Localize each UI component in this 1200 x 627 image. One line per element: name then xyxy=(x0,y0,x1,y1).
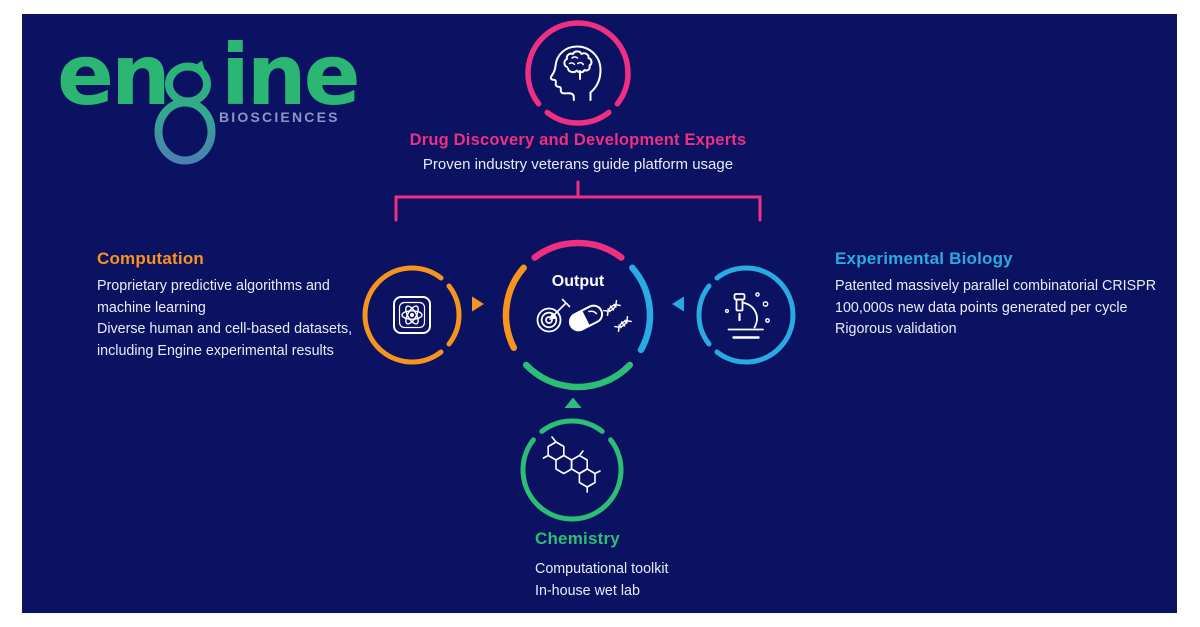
computation-title: Computation xyxy=(97,249,205,268)
arrow-chemistry-to-output-icon xyxy=(564,397,582,408)
text-line: 100,000s new data points generated per c… xyxy=(835,299,1128,316)
output-arc-pink xyxy=(531,239,625,261)
text-line: Diverse human and cell-based datasets, xyxy=(97,321,353,337)
output-label: Output xyxy=(551,273,605,290)
experts-ring-main-arc xyxy=(525,20,631,107)
loop-arrowhead-icon xyxy=(190,60,207,78)
chemistry-description: Computational toolkit In-house wet lab xyxy=(535,559,669,602)
biology-ring xyxy=(696,265,796,365)
output-arc-blue xyxy=(629,264,654,354)
biology-title: Experimental Biology xyxy=(835,249,1013,268)
computation-ring-right-arc xyxy=(446,283,462,347)
text-line: Computational toolkit xyxy=(535,561,669,577)
text-line: including Engine experimental results xyxy=(97,342,334,359)
figure-eight-lower-loop-icon xyxy=(154,98,216,165)
capsule-icon xyxy=(568,304,604,332)
microscope-icon xyxy=(724,292,770,339)
molecule-icon xyxy=(542,436,601,493)
dna-icon xyxy=(603,299,632,333)
chemistry-title: Chemistry xyxy=(535,529,620,548)
experts-ring xyxy=(525,20,631,126)
computation-ring xyxy=(362,265,462,365)
arrow-computation-to-output-icon xyxy=(472,296,484,312)
biology-description: Patented massively parallel combinatoria… xyxy=(835,276,1156,341)
computation-ring-main-arc xyxy=(362,265,444,365)
text-line: Patented massively parallel combinatoria… xyxy=(835,278,1157,294)
text-line: Proprietary predictive algorithms and xyxy=(97,278,330,294)
chip-atom-icon xyxy=(393,296,431,334)
chemistry-ring xyxy=(520,418,624,522)
text-line: In-house wet lab xyxy=(535,582,640,599)
computation-description: Proprietary predictive algorithms and ma… xyxy=(97,276,352,362)
logo: en ine BIOSCIENCES xyxy=(57,26,361,165)
output-ring xyxy=(502,239,654,391)
biology-ring-left-arc xyxy=(696,283,712,347)
logo-subtitle: BIOSCIENCES xyxy=(219,109,340,125)
head-brain-icon xyxy=(549,45,602,101)
output-arc-orange xyxy=(502,264,527,351)
logo-text-en: en xyxy=(57,26,168,124)
experts-bracket-connector xyxy=(394,180,762,222)
experts-ring-bottom-arc xyxy=(544,109,612,126)
chemistry-ring-top-arc xyxy=(539,418,605,434)
text-line: machine learning xyxy=(97,299,206,316)
arrow-biology-to-output-icon xyxy=(672,296,684,312)
logo-text-ine: ine xyxy=(221,26,358,124)
experts-subtitle: Proven industry veterans guide platform … xyxy=(422,156,734,173)
experts-title: Drug Discovery and Development Experts xyxy=(409,131,747,149)
output-arc-green xyxy=(522,361,634,391)
text-line: Rigorous validation xyxy=(835,321,957,337)
biology-ring-main-arc xyxy=(714,265,796,365)
target-dart-icon xyxy=(536,298,571,333)
chemistry-ring-main-arc xyxy=(520,437,624,522)
